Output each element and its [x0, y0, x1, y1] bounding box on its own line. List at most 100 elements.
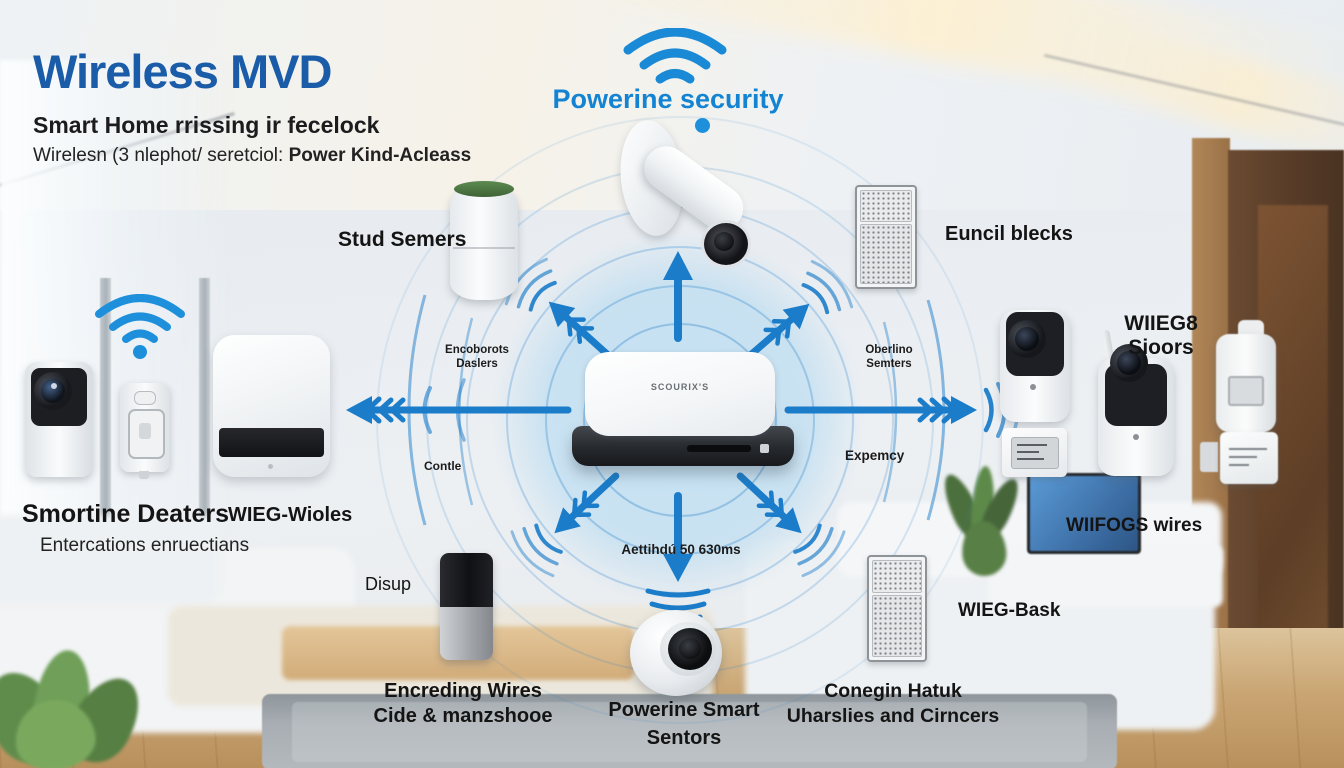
cylinder-sensor — [450, 181, 518, 300]
annotation-range: Aettihdú 50 630ms — [621, 542, 741, 557]
label-line: Cide & manzshooe — [373, 705, 553, 727]
lcd-screen — [1011, 437, 1059, 469]
arrow-up-right — [738, 260, 854, 366]
page-tagline: Wirelesn (3 nlephot/ seretciol: Power Ki… — [33, 145, 471, 167]
tagline-bold: Power Kind-Acleass — [288, 145, 472, 166]
label-line: WIIEG8 — [1124, 312, 1198, 335]
plug-socket — [128, 409, 165, 459]
label-line: Conegin Hatuk — [824, 680, 962, 702]
siren-speaker-bottom — [867, 555, 927, 662]
status-dot — [1133, 434, 1139, 440]
wifi-icon-left — [95, 294, 185, 359]
left-group-title: Smortine Deaters — [22, 500, 230, 528]
arrow-right — [784, 376, 1020, 444]
chime-base-box — [1220, 432, 1278, 484]
camera-iris — [1015, 327, 1039, 351]
annotation-line: Encoborots — [445, 344, 509, 356]
speaker-grille — [872, 595, 922, 657]
plug-button — [134, 391, 156, 405]
sensor-cap — [454, 181, 514, 197]
bottom-right-label: Conegin Hatuk Uharslies and Cirncers — [787, 679, 999, 729]
right-group-label: WIIEG8 Sioors — [1124, 312, 1198, 360]
keypad-display — [1002, 428, 1067, 477]
status-dot — [695, 118, 710, 133]
label-line: WIIFOGS — [1066, 515, 1149, 536]
wall-chime-device — [1200, 320, 1290, 490]
mounting-tab — [1238, 320, 1264, 336]
label-line — [1229, 464, 1249, 466]
left-group-subtitle: Entercations enruectians — [40, 535, 250, 556]
label-line — [1229, 448, 1267, 450]
annotation-contle: Contle — [424, 459, 462, 473]
label-line: Encreding Wires — [384, 680, 542, 702]
annotation-line: Daslers — [456, 358, 498, 370]
tv-screen — [1030, 476, 1138, 551]
lens-highlight — [51, 383, 57, 389]
lcd-text-line — [1017, 451, 1039, 453]
sensor-seam — [453, 247, 515, 250]
stick-sensor — [440, 553, 493, 660]
annotation-upper-right: Oberlino Semters — [865, 343, 912, 371]
top-speaker-label: Euncil blecks — [945, 223, 1073, 245]
siren-speaker-top — [855, 185, 917, 289]
speaker-grille — [872, 560, 922, 593]
camera-iris — [1117, 351, 1141, 375]
hub-card-slot — [687, 445, 751, 452]
right-group-bottom-label: WIIFOGS wires — [1066, 515, 1202, 537]
label-line — [1229, 456, 1257, 458]
socket-hole — [139, 423, 151, 439]
arrow-down-right — [736, 472, 846, 578]
wall-bracket — [1200, 442, 1218, 472]
speaker-grille — [860, 190, 912, 222]
label-line: Powerine Smart — [608, 699, 760, 721]
cube-camera — [25, 362, 93, 477]
arrow-up — [663, 251, 693, 342]
camera-iris — [714, 232, 734, 251]
camera-iris — [679, 638, 701, 659]
bullet-camera — [615, 112, 765, 268]
smart-plug — [120, 383, 170, 479]
gateway-band — [219, 428, 324, 457]
page-subtitle: Smart Home rrissing ir fecelock — [33, 112, 380, 138]
tv — [1027, 473, 1141, 554]
tagline-text: Wirelesn (3 nlephot/ seretciol: — [33, 145, 289, 166]
bottom-left-label: Encreding Wires Cide & manzshooe — [374, 679, 553, 729]
lcd-text-line — [1017, 444, 1047, 446]
gateway-dot — [268, 464, 273, 469]
stick-base — [440, 606, 493, 660]
status-dot — [1030, 384, 1036, 390]
hub-logo-text: SCOURIX'S — [650, 382, 710, 392]
security-camera-right-1 — [998, 308, 1072, 425]
window-frame-post — [199, 278, 210, 708]
wifi-icon-top — [623, 28, 727, 84]
annotation-expemcy: Expemcy — [845, 448, 905, 463]
window-frame-post — [100, 278, 111, 698]
gateway-box — [213, 335, 330, 477]
plug-clip — [139, 471, 149, 479]
top-center-label: Powerine security — [552, 84, 784, 114]
annotation-line: Oberlino — [865, 344, 913, 356]
label-line: Sioors — [1128, 336, 1194, 359]
lcd-text-line — [1017, 458, 1044, 460]
page-title: Wireless MVD — [33, 45, 332, 98]
annotation-upper-left: Encoborots Daslers — [445, 343, 509, 371]
label-line: Sentors — [646, 727, 722, 749]
sofa-backrest — [0, 515, 220, 605]
security-hub: SCOURIX'S — [585, 352, 775, 436]
arrow-down-left — [510, 472, 620, 578]
label-line: wires — [1148, 515, 1203, 536]
security-camera-right-2 — [1098, 329, 1174, 477]
stick-top — [440, 553, 493, 607]
cylinder-sensor-label: Stud Semers — [338, 228, 467, 251]
hub-port — [760, 444, 769, 453]
annotation-line: Semters — [866, 358, 912, 370]
tv-console — [988, 545, 1223, 607]
arrow-left — [346, 378, 572, 442]
bottom-speaker-label: WIEG-Bask — [958, 600, 1061, 621]
dome-camera — [630, 610, 727, 699]
stick-label: Disup — [365, 574, 412, 594]
white-box-label: WIEG-Wioles — [228, 504, 353, 526]
label-line: Uharslies and Cirncers — [786, 705, 1000, 727]
dome-camera-label: Powerine Smart Sentors — [608, 696, 759, 752]
